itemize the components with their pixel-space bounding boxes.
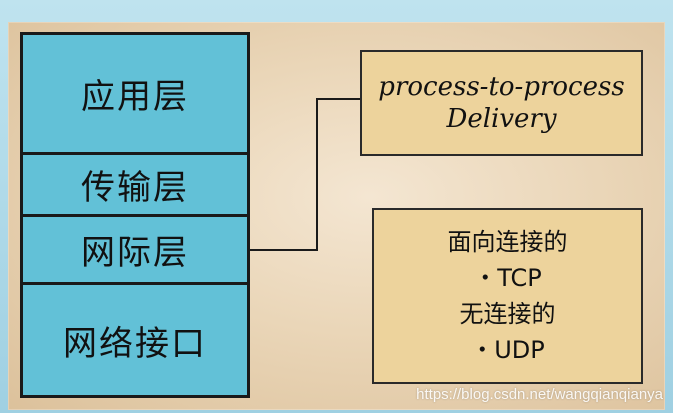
delivery-line-2: Delivery [446, 104, 557, 134]
internet-layer: 网际层 [23, 217, 247, 285]
connector-horizontal-upper [316, 98, 361, 100]
protocol-layer-stack: 应用层 传输层 网际层 网络接口 [20, 32, 250, 398]
transport-layer: 传输层 [23, 155, 247, 217]
network-interface-layer: 网络接口 [23, 285, 247, 395]
connection-oriented-label: 面向连接的 [447, 228, 568, 256]
internet-layer-label: 网际层 [81, 233, 189, 273]
connector-vertical [316, 98, 318, 251]
network-interface-layer-label: 网络接口 [63, 323, 207, 364]
watermark-text: https://blog.csdn.net/wangqianqianya [416, 386, 663, 403]
protocol-box: 面向连接的 ・TCP 无连接的 ・UDP [372, 208, 643, 384]
delivery-box: process-to-process Delivery [360, 50, 643, 156]
connector-horizontal-lower [250, 249, 318, 251]
application-layer: 应用层 [23, 35, 247, 155]
delivery-line-1: process-to-process [378, 72, 625, 102]
connectionless-label: 无连接的 [459, 300, 556, 328]
udp-item: ・UDP [470, 336, 545, 364]
tcp-item: ・TCP [473, 264, 542, 292]
application-layer-label: 应用层 [81, 77, 189, 117]
transport-layer-label: 传输层 [81, 168, 189, 208]
